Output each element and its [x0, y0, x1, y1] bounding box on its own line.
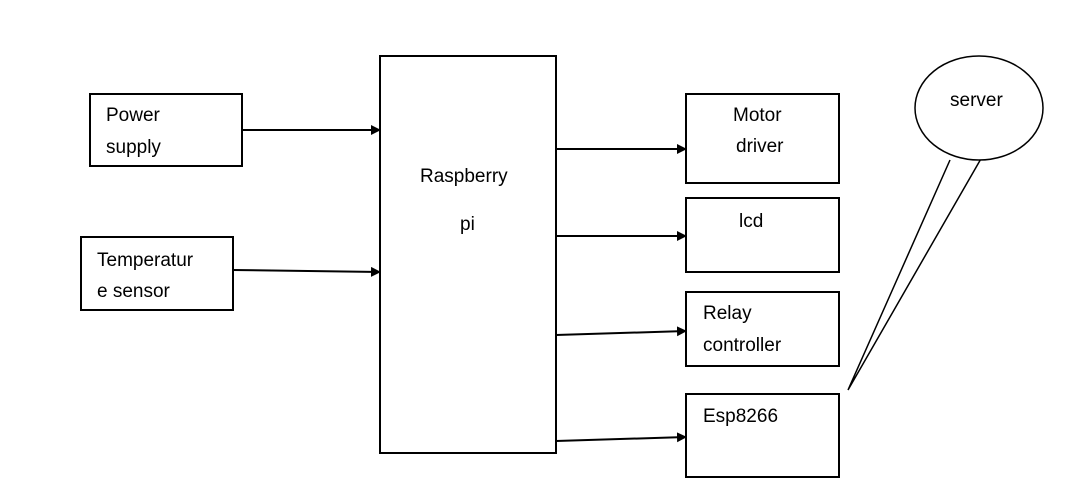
raspberry-pi-label-line2: pi	[460, 214, 475, 235]
motor-driver-label-line1: Motor	[733, 105, 782, 126]
lcd-label: lcd	[739, 211, 764, 232]
server-label: server	[950, 90, 1003, 111]
server-callout-tail	[847, 156, 983, 391]
server-ellipse	[914, 55, 1044, 161]
temperature-sensor-label-line1: Temperatur	[97, 250, 194, 271]
raspberry-pi-block	[379, 55, 557, 454]
temperature-sensor-label-line2: e sensor	[97, 281, 170, 302]
motor-driver-block	[685, 93, 840, 184]
power-supply-label-line2: supply	[106, 137, 161, 158]
arrow-pi-to-esp	[555, 432, 687, 443]
raspberry-pi-label-line1: Raspberry	[420, 166, 508, 187]
lcd-block	[685, 197, 840, 273]
power-supply-label-line1: Power	[106, 105, 160, 126]
relay-controller-block	[685, 291, 840, 367]
power-supply-block	[89, 93, 243, 167]
relay-controller-label-line2: controller	[703, 335, 782, 356]
esp8266-label: Esp8266	[703, 406, 779, 427]
relay-controller-label-line1: Relay	[703, 303, 752, 324]
temperature-sensor-block	[80, 236, 234, 311]
motor-driver-label-line2: driver	[736, 136, 784, 157]
arrow-temp-to-pi	[232, 266, 381, 277]
esp8266-block	[685, 393, 840, 478]
arrow-pi-to-relay	[555, 326, 687, 337]
